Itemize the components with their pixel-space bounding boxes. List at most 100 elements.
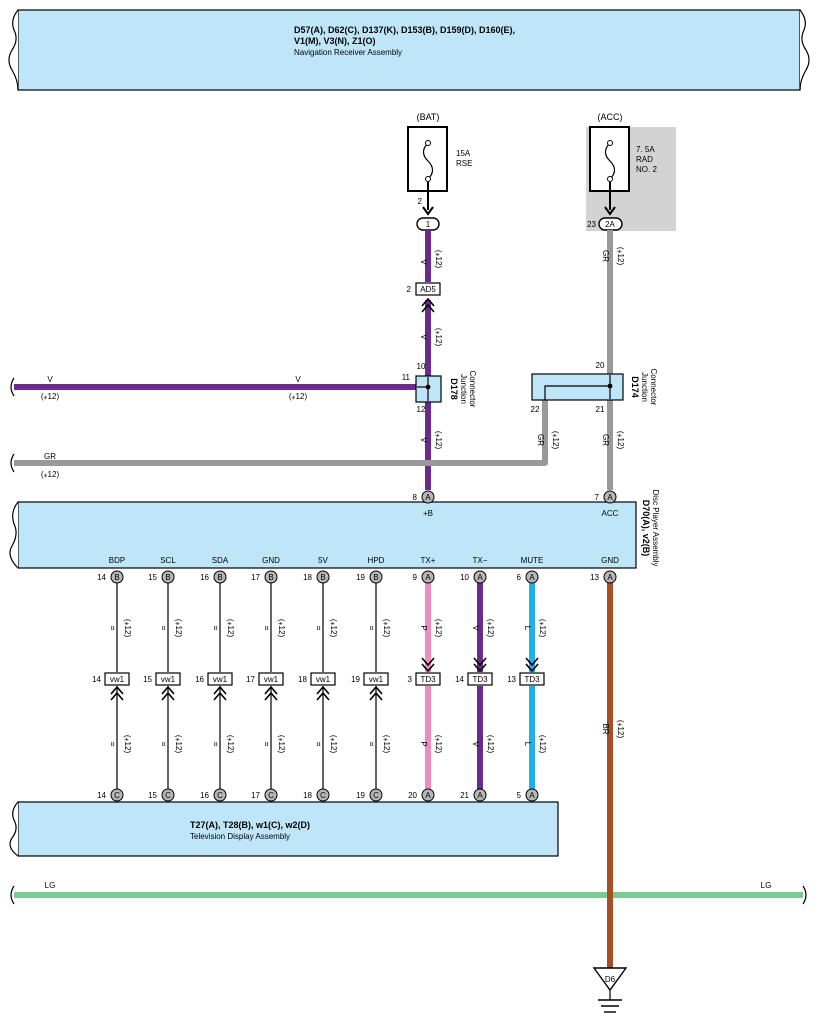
wire-note: (⁎12) bbox=[382, 619, 391, 638]
pin-tag: C bbox=[217, 791, 223, 800]
pin-circle bbox=[110, 788, 124, 802]
wire-note: (⁎12) bbox=[174, 735, 183, 754]
connector-arrow bbox=[525, 657, 539, 667]
pin-number: 9 bbox=[413, 573, 418, 582]
pin-circle bbox=[421, 570, 435, 584]
wire-code: ⌗ bbox=[367, 742, 376, 747]
pin-circle bbox=[110, 570, 124, 584]
wire-note: (⁎12) bbox=[277, 735, 286, 754]
wire-code: ⌗ bbox=[314, 742, 323, 747]
wire-note: (⁎12) bbox=[277, 619, 286, 638]
wire-code-v-2: V bbox=[419, 334, 428, 340]
pin-tag: C bbox=[268, 791, 274, 800]
pin-tag: B bbox=[114, 573, 119, 582]
inline-connector-label: TD3 bbox=[524, 675, 540, 684]
pin-tag: A bbox=[425, 791, 431, 800]
pin-number: 5 bbox=[517, 791, 522, 800]
inline-connector bbox=[155, 672, 181, 686]
mid-v-code: V bbox=[295, 375, 301, 384]
wire-note: (⁎12) bbox=[226, 735, 235, 754]
wire-code-br: BR bbox=[601, 723, 610, 734]
left-v-code: V bbox=[47, 375, 53, 384]
pin-number: 18 bbox=[303, 573, 312, 582]
inline-connector bbox=[258, 672, 284, 686]
acc-fuse-name: RAD bbox=[636, 155, 653, 164]
d174-pin-right: 21 bbox=[596, 405, 605, 414]
pin-circle bbox=[264, 788, 278, 802]
wire-code-gr-3: GR bbox=[536, 434, 545, 446]
wire-code: ⌗ bbox=[262, 626, 271, 631]
pin-number: 17 bbox=[251, 791, 260, 800]
connector-arrow bbox=[525, 663, 539, 673]
d178-pin-in: 10 bbox=[417, 362, 426, 371]
wire-code: L bbox=[523, 626, 532, 631]
bat-fuse-rating: 15A bbox=[456, 149, 471, 158]
pin-tag: A bbox=[529, 791, 535, 800]
d174-pin-in: 20 bbox=[596, 361, 605, 370]
wire-code: ⌗ bbox=[108, 626, 117, 631]
pin-number: 19 bbox=[356, 573, 365, 582]
pin-number: 6 bbox=[517, 573, 522, 582]
pin-circle bbox=[316, 788, 330, 802]
wire-code: ⌗ bbox=[211, 626, 220, 631]
wire-code: ⌗ bbox=[159, 742, 168, 747]
wire-code-v-3: V bbox=[419, 437, 428, 443]
pin-tag: C bbox=[165, 791, 171, 800]
pin-number: 10 bbox=[460, 573, 469, 582]
inline-connector-pin: 16 bbox=[195, 675, 204, 684]
connector-arrow bbox=[264, 691, 278, 701]
pin-circle bbox=[213, 570, 227, 584]
pin-label: MUTE bbox=[521, 556, 544, 565]
inline-connector-label: vw1 bbox=[161, 675, 176, 684]
d174-type: Junction bbox=[640, 372, 649, 402]
d174-type-2: Connector bbox=[649, 369, 658, 406]
left-gr-note: (⁎12) bbox=[41, 470, 60, 479]
pin-number: 19 bbox=[356, 791, 365, 800]
pin-label: SCL bbox=[160, 556, 176, 565]
d174-pin-left: 22 bbox=[531, 405, 540, 414]
wire-note-2: (⁎12) bbox=[434, 328, 443, 347]
bat-fuse-tag: 1 bbox=[426, 220, 431, 229]
wire-note: (⁎12) bbox=[382, 735, 391, 754]
wire-note: (⁎12) bbox=[174, 619, 183, 638]
connector-arrow bbox=[421, 657, 435, 667]
pin-label: SDA bbox=[212, 556, 229, 565]
disc-player-name: Disc Player Assembly bbox=[651, 490, 660, 567]
acc-fuse-rating: 7. 5A bbox=[636, 145, 655, 154]
d178-name: D178 bbox=[449, 378, 459, 400]
wire-note: (⁎12) bbox=[123, 735, 132, 754]
nav-receiver-connectors: D57(A), D62(C), D137(K), D153(B), D159(D… bbox=[294, 25, 515, 35]
pin-tag: B bbox=[320, 573, 325, 582]
left-gr-code: GR bbox=[44, 452, 56, 461]
tv-display-name: Television Display Assembly bbox=[190, 832, 290, 841]
left-v-note: (⁎12) bbox=[41, 392, 60, 401]
wire-code: ⌗ bbox=[108, 742, 117, 747]
nav-receiver-name: Navigation Receiver Assembly bbox=[294, 48, 402, 57]
pin-circle bbox=[473, 788, 487, 802]
pin-tag: A bbox=[607, 493, 613, 502]
wire-note: (⁎12) bbox=[538, 735, 547, 754]
pin-label: 5V bbox=[318, 556, 328, 565]
pin-circle bbox=[525, 788, 539, 802]
pin-label: BDP bbox=[109, 556, 125, 565]
wire-code: L bbox=[523, 742, 532, 747]
inline-connector bbox=[363, 672, 389, 686]
wire-note-br: (⁎12) bbox=[616, 720, 625, 739]
inline-connector-pin: 14 bbox=[92, 675, 101, 684]
connector-arrow bbox=[421, 663, 435, 673]
wire-note: (⁎12) bbox=[329, 619, 338, 638]
pin-circle bbox=[213, 788, 227, 802]
wire-note-5: (⁎12) bbox=[616, 431, 625, 450]
pin-label: GND bbox=[262, 556, 280, 565]
lg-code-left: LG bbox=[45, 881, 56, 890]
inline-connector-pin: 14 bbox=[455, 675, 464, 684]
disc-player-top-pins: A 8 +B A 7 ACC bbox=[413, 490, 619, 518]
d178-pin-out: 12 bbox=[417, 405, 426, 414]
pin-tag: B bbox=[268, 573, 273, 582]
connector-arrow bbox=[213, 691, 227, 701]
pin-label: HPD bbox=[368, 556, 385, 565]
navigation-receiver-assembly: D57(A), D62(C), D137(K), D153(B), D159(D… bbox=[8, 9, 810, 91]
pin-number: 17 bbox=[251, 573, 260, 582]
connector-arrow bbox=[264, 685, 278, 695]
pin-tag: A bbox=[477, 791, 483, 800]
